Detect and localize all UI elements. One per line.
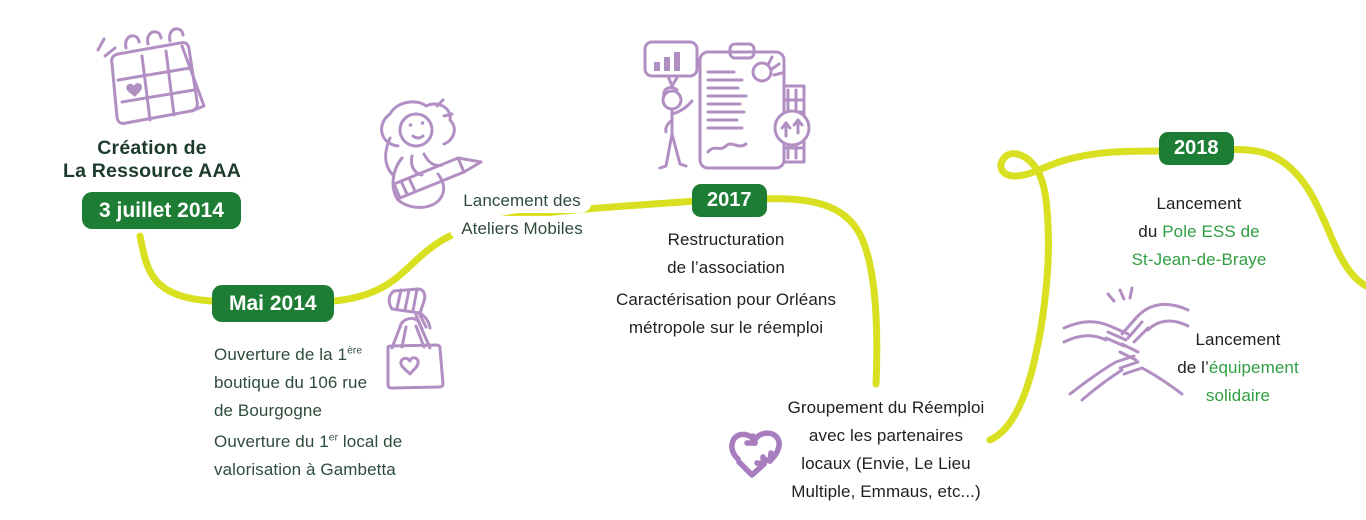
calendar-illustration [96, 27, 206, 125]
recycle-heart-icon [729, 430, 782, 478]
event-local-valorisation: Ouverture du 1er local de valorisation à… [203, 428, 414, 484]
event-equipement-line3: solidaire [1205, 385, 1271, 405]
event-groupement-line4: Multiple, Emmaus, etc...) [791, 481, 981, 501]
event-pole-ess-line2a: du [1138, 221, 1163, 241]
event-boutique: Ouverture de la 1ère boutique du 106 rue… [203, 341, 379, 425]
tote-bag-illustration [386, 287, 445, 390]
event-ateliers-line2: Ateliers Mobiles [461, 218, 583, 238]
event-local-line2: valorisation à Gambetta [214, 459, 396, 479]
event-boutique-line2: boutique du 106 rue [214, 372, 368, 392]
event-boutique-line3: de Bourgogne [214, 400, 323, 420]
event-groupement-line2: avec les partenaires [808, 425, 964, 445]
event-ateliers-mobiles: Lancement des Ateliers Mobiles [447, 187, 597, 243]
event-groupement-line3: locaux (Envie, Le Lieu [801, 453, 971, 473]
person-pencil-illustration [380, 98, 483, 209]
event-restructuration: Restructuration de l’association [651, 226, 801, 282]
badge-2018: 2018 [1159, 132, 1234, 165]
event-caracterisation-line1: Caractérisation pour Orléans [615, 290, 837, 309]
creation-title: Création de La Ressource AAA [42, 137, 262, 183]
event-pole-ess: Lancement du Pole ESS de St-Jean-de-Bray… [1113, 190, 1285, 274]
event-equipement-line2b: équipement [1208, 357, 1299, 377]
event-pole-ess-line3: St-Jean-de-Braye [1131, 249, 1267, 269]
event-equipement-solidaire: Lancement de l’équipement solidaire [1158, 326, 1318, 410]
event-groupement-line1: Groupement du Réemploi [787, 398, 985, 417]
event-ateliers-line1: Lancement des [463, 191, 581, 210]
event-pole-ess-line1: Lancement [1156, 194, 1242, 213]
event-boutique-sup: ère [347, 345, 363, 357]
badge-3-juillet-2014: 3 juillet 2014 [82, 192, 241, 229]
creation-title-line1: Création de [97, 137, 207, 159]
event-groupement: Groupement du Réemploi avec les partenai… [770, 394, 1002, 506]
event-equipement-line2a: de l’ [1177, 357, 1209, 377]
event-equipement-line1: Lancement [1195, 330, 1281, 349]
badge-2017: 2017 [692, 184, 767, 217]
person-clipboard-illustration [643, 40, 811, 170]
stacked-hands-illustration [1062, 286, 1190, 402]
event-restructuration-line1: Restructuration [667, 230, 785, 249]
event-pole-ess-line2b: Pole ESS de [1162, 221, 1260, 241]
event-caracterisation-line2: métropole sur le réemploi [628, 317, 824, 337]
event-local-line1b: local de [338, 432, 403, 451]
event-local-line1: Ouverture du 1 [214, 432, 329, 451]
event-caracterisation: Caractérisation pour Orléans métropole s… [597, 286, 855, 342]
event-restructuration-line2: de l’association [667, 257, 785, 277]
creation-title-line2: La Ressource AAA [62, 160, 242, 182]
badge-mai-2014: Mai 2014 [212, 285, 334, 322]
event-boutique-line1: Ouverture de la 1 [214, 345, 348, 364]
event-local-sup: er [328, 432, 339, 444]
